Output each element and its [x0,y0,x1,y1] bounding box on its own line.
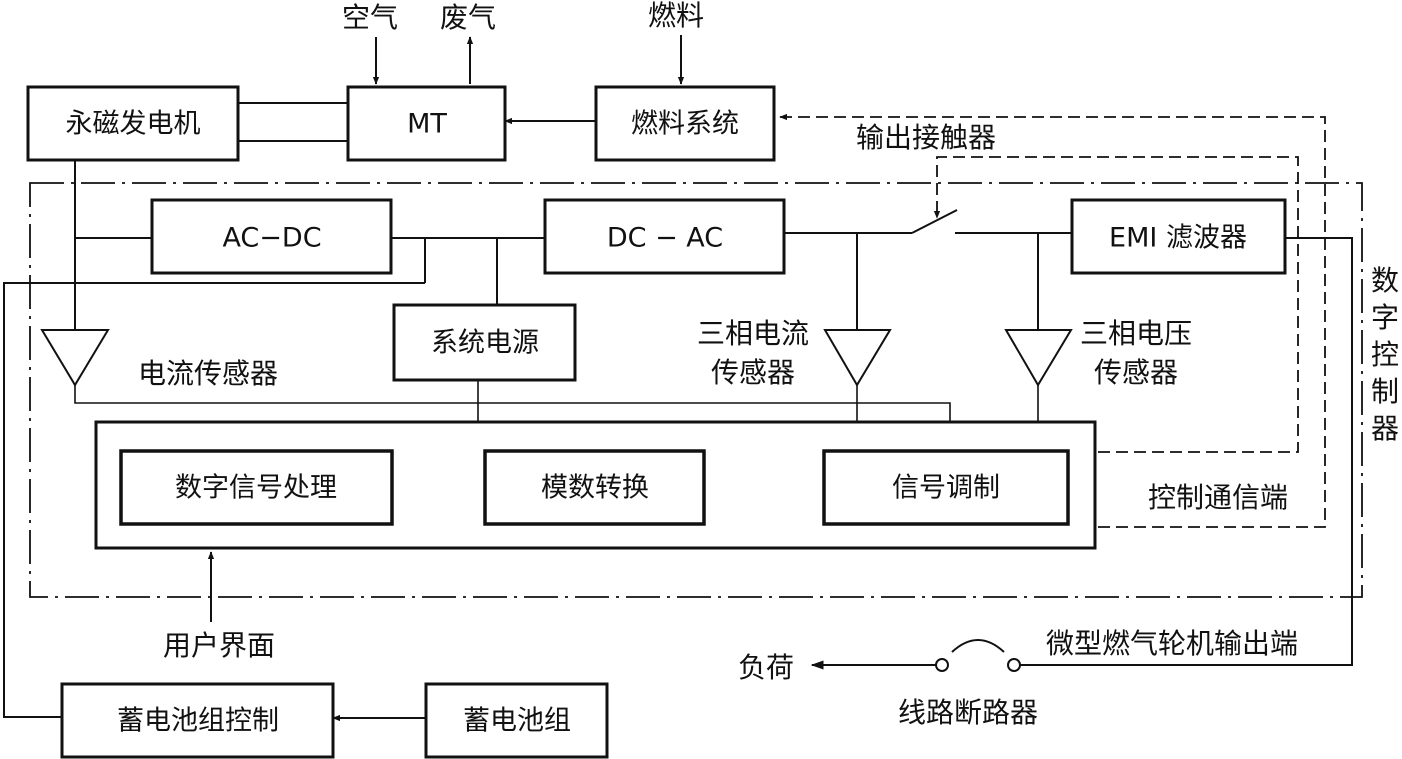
digital-controller-char-4: 制 [1371,375,1399,408]
fuel-system-box [594,85,776,162]
fuel-system-label: 燃料系统 [631,109,739,140]
digital-controller-boundary [29,182,1363,598]
fuel-control-dashed-line [779,113,1326,528]
battery-label: 蓄电池组 [463,706,571,737]
system-power-label: 系统电源 [431,328,539,359]
breaker-terminal-right [1007,658,1021,672]
air-label: 空气 [342,1,398,34]
digital-controller-char-1: 数 [1371,264,1399,297]
dc-ac-label: DC − AC [607,223,723,254]
three-phase-voltage-sensor-symbol [1004,329,1073,387]
contactor-control-dashed-line [933,156,1299,453]
fuel-label: 燃料 [648,0,704,32]
battery-control-box [60,682,335,759]
exhaust-label: 废气 [440,1,496,34]
three-phase-current-label-2: 传感器 [711,356,795,389]
breaker-terminal-left [935,658,949,672]
dsp-box [119,449,394,526]
adc-label: 模数转换 [541,473,649,504]
digital-controller-char-2: 字 [1371,301,1399,334]
control-comm-port-label: 控制通信端 [1148,481,1288,514]
battery-control-label: 蓄电池组控制 [117,706,279,737]
digital-controller-char-3: 控 [1371,338,1399,371]
signal-mod-label: 信号调制 [892,473,1000,504]
current-sensor-label: 电流传感器 [138,357,278,390]
emi-output-wire [1018,237,1353,666]
battery-box [424,682,609,759]
dc-ac-box [543,198,786,275]
output-contactor-label: 输出接触器 [856,121,996,154]
three-phase-current-label-1: 三相电流 [697,317,809,350]
output-contactor-switch [911,209,958,234]
generator-box [26,85,240,162]
three-phase-voltage-label-1: 三相电压 [1080,317,1192,350]
system-power-box [392,303,577,382]
user-interface-label: 用户界面 [163,629,275,662]
ac-dc-box [150,198,393,275]
breaker-contact-arc [951,639,1005,653]
digital-controller-char-5: 器 [1371,412,1399,445]
three-phase-voltage-label-2: 传感器 [1094,356,1178,389]
mt-label: MT [407,109,447,140]
mt-box [346,85,507,162]
emi-filter-label: EMI 滤波器 [1109,223,1247,254]
current-sensor-symbol [40,329,110,387]
load-label: 负荷 [738,651,794,684]
dsp-label: 数字信号处理 [175,473,337,504]
ac-dc-label: AC−DC [222,223,321,254]
emi-filter-box [1070,198,1287,275]
battery-bus-wire [3,282,425,718]
generator-label: 永磁发电机 [66,109,201,140]
three-phase-current-sensor-symbol [823,329,892,387]
line-breaker-label: 线路断路器 [898,696,1038,729]
mt-output-port-label: 微型燃气轮机输出端 [1046,627,1298,660]
adc-box [483,449,706,526]
signal-mod-box [822,449,1070,526]
